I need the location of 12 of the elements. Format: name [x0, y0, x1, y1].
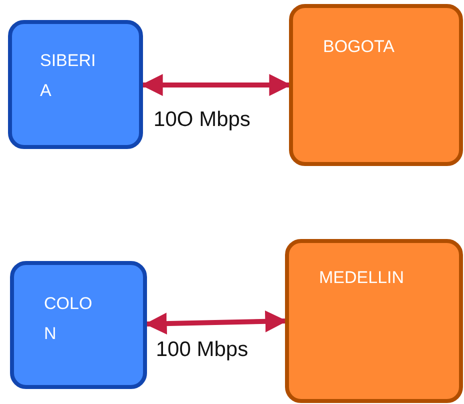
location-box: [289, 4, 463, 166]
location-name: MEDELLIN: [319, 267, 406, 289]
location-name: SIBERI A: [40, 50, 97, 102]
location-name: BOGOTA: [323, 36, 396, 58]
edge-label: 10O Mbps: [152, 108, 252, 132]
double-arrow: [144, 310, 288, 335]
double-arrow: [140, 74, 292, 96]
edge-label: 100 Mbps: [154, 338, 250, 362]
location-box: [285, 239, 463, 403]
location-box: [10, 261, 147, 389]
location-box: [8, 20, 143, 149]
location-name: COLO N: [44, 293, 94, 345]
